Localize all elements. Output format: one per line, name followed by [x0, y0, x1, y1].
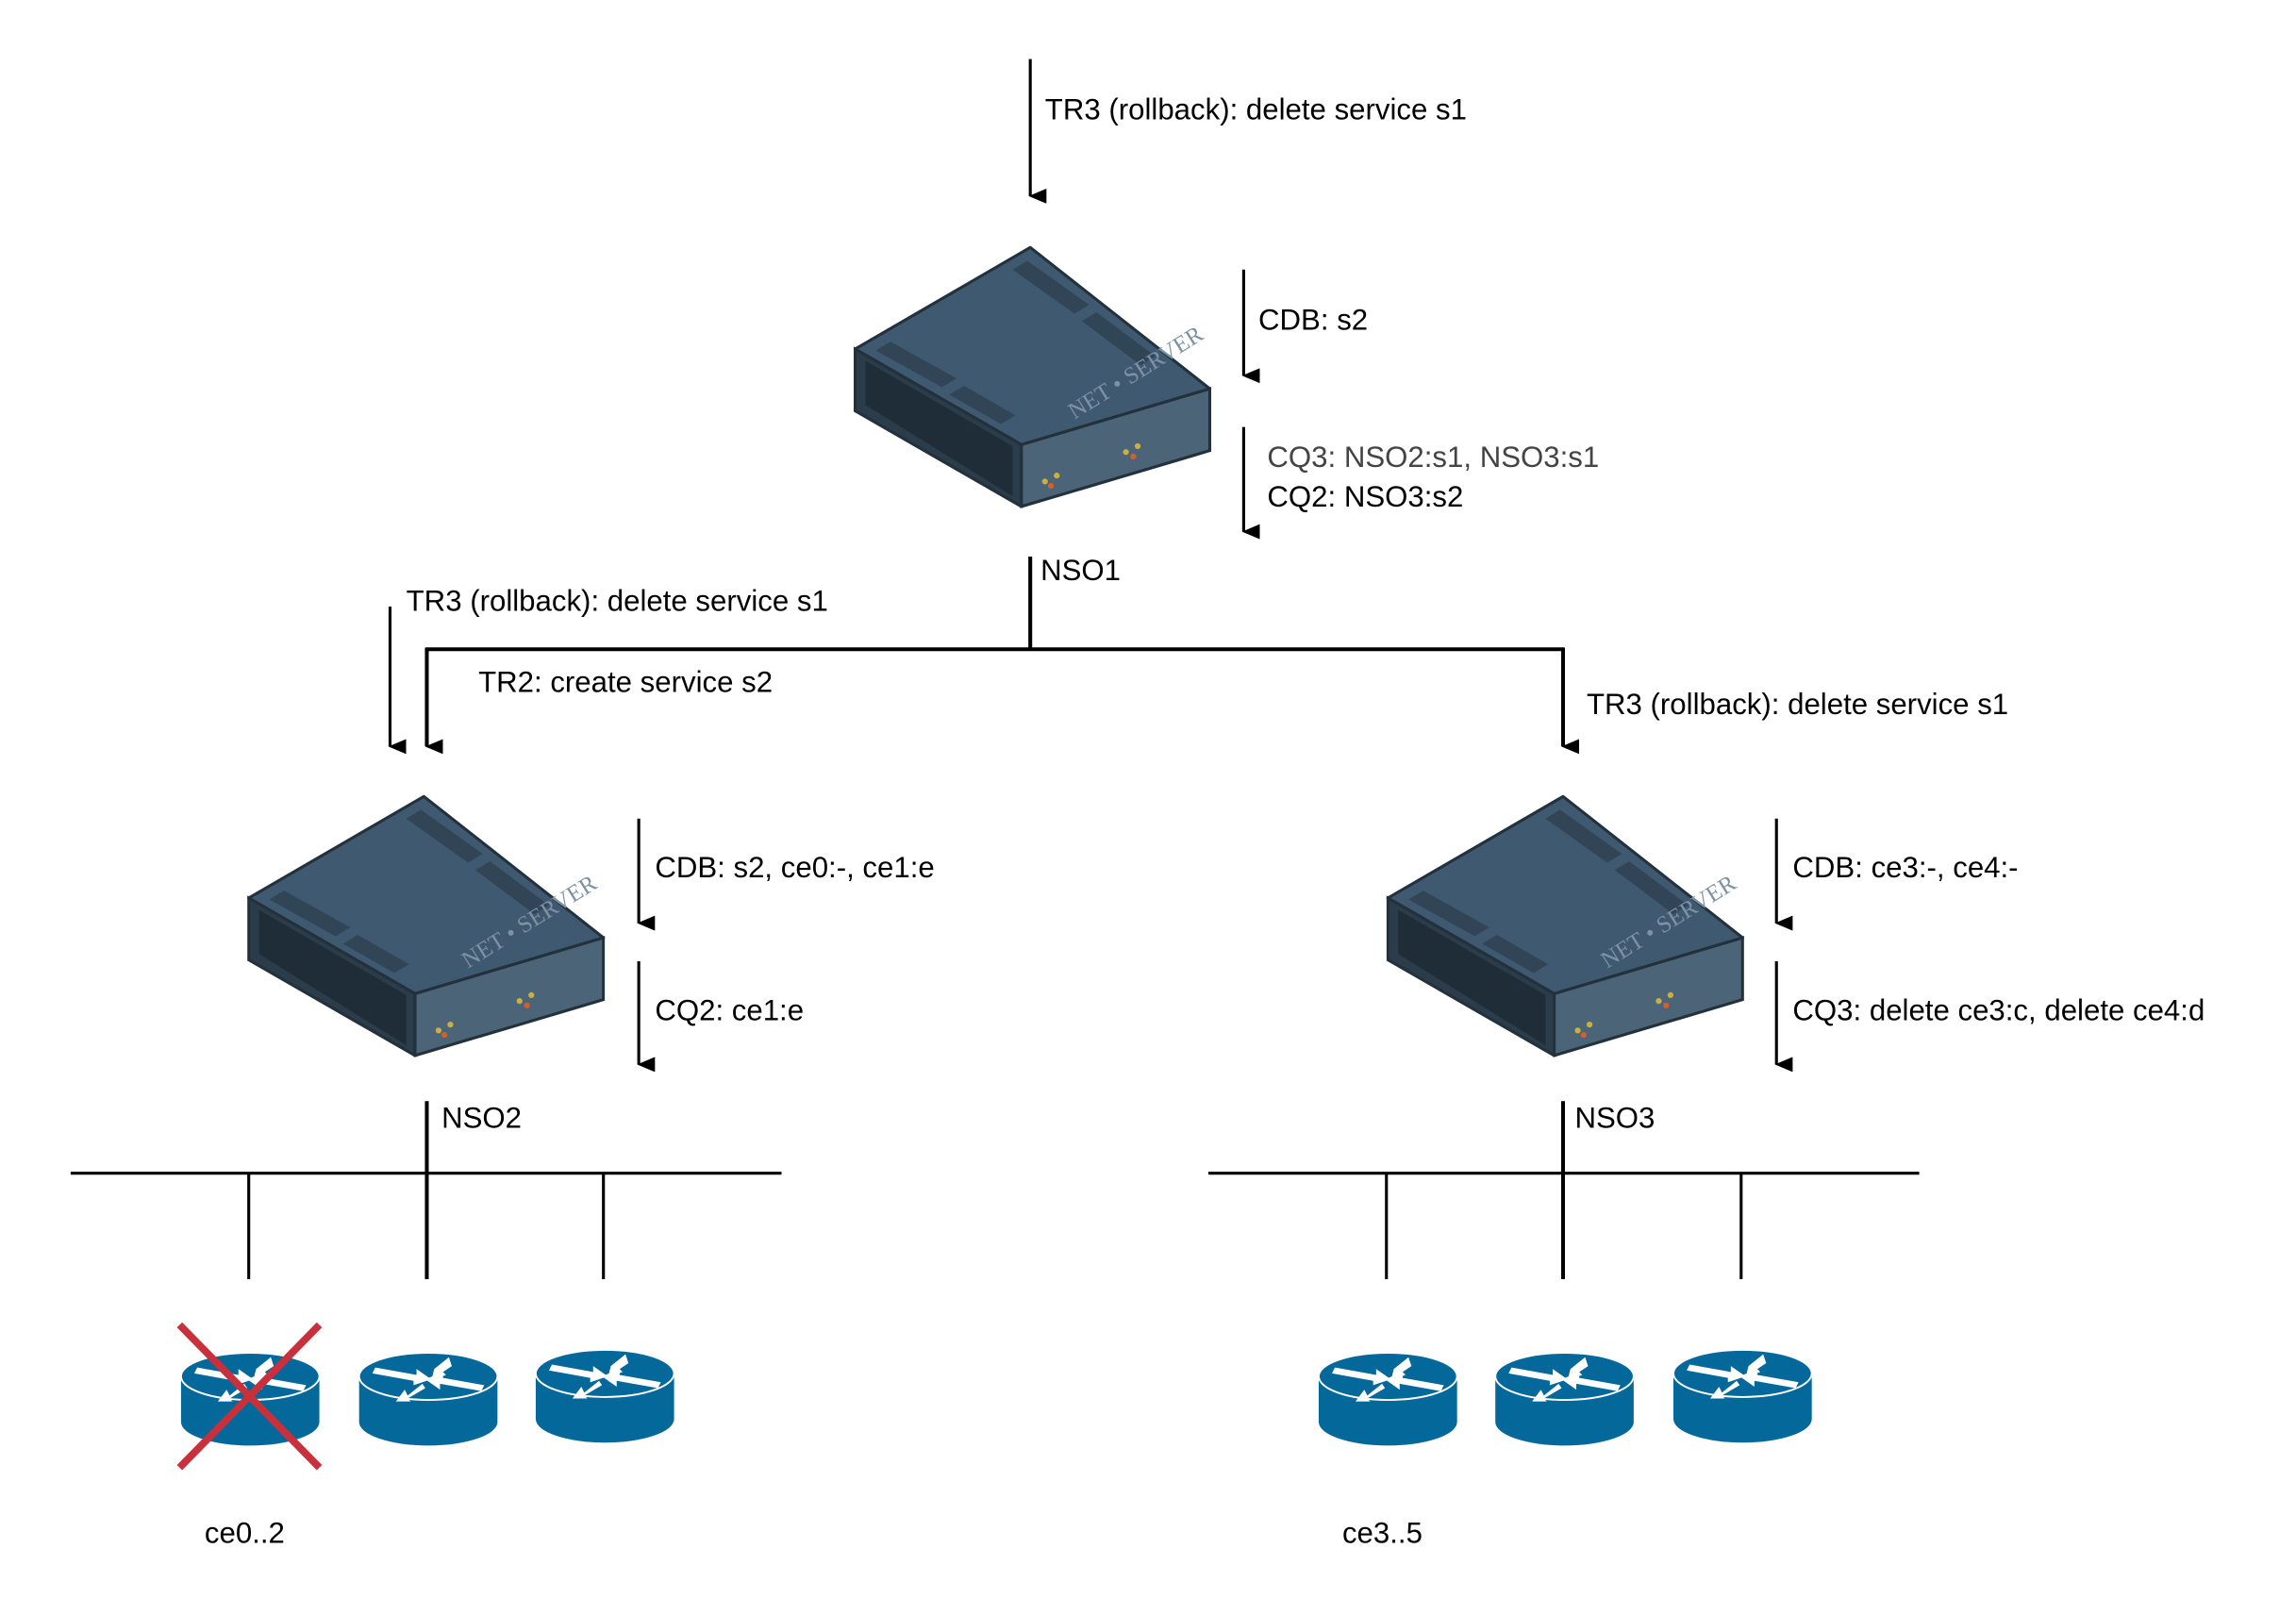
nso2-cdb-label: CDB: s2, ce0:-, ce1:e — [655, 851, 934, 884]
nso1-name: NSO1 — [1040, 554, 1121, 587]
nso2-devices-label: ce0..2 — [205, 1516, 285, 1549]
nso1-incoming-label: TR3 (rollback): delete service s1 — [1045, 93, 1467, 126]
ce3-router-icon — [1319, 1353, 1457, 1445]
ce1-router-icon — [359, 1353, 498, 1445]
nso3-devices-label: ce3..5 — [1342, 1516, 1423, 1549]
nso3-incoming-label: TR3 (rollback): delete service s1 — [1587, 688, 2008, 721]
nso2-tr2-label: TR2: create service s2 — [478, 666, 773, 699]
ce5-router-icon — [1673, 1350, 1812, 1442]
nso1-server-icon — [856, 247, 1210, 507]
nso2-name: NSO2 — [441, 1101, 522, 1134]
nso2-tr3-label: TR3 (rollback): delete service s1 — [407, 585, 828, 618]
nso3-cq3-label: CQ3: delete ce3:c, delete ce4:d — [1792, 993, 2204, 1026]
nso2-cq2-label: CQ2: ce1:e — [655, 993, 804, 1026]
nso1-cq2-label: CQ2: NSO3:s2 — [1267, 480, 1463, 513]
nso2-server-icon — [249, 796, 604, 1056]
nso3-cdb-label: CDB: ce3:-, ce4:- — [1792, 851, 2018, 884]
nso3-name: NSO3 — [1574, 1101, 1655, 1134]
red-x-icon — [176, 1322, 323, 1471]
nso1-cq3-label: CQ3: NSO2:s1, NSO3:s1 — [1267, 441, 1599, 474]
ce4-router-icon — [1495, 1353, 1634, 1445]
nso3-server-icon — [1388, 796, 1742, 1056]
ce2-router-icon — [536, 1350, 674, 1442]
nso1-cdb-label: CDB: s2 — [1258, 304, 1368, 337]
